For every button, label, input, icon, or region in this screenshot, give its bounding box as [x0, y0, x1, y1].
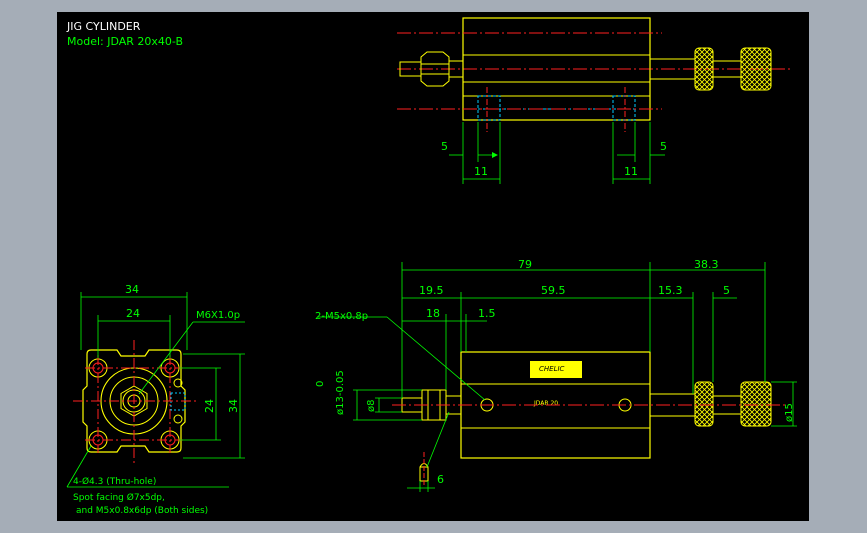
dim-top-5-right: 5 — [660, 140, 667, 153]
top-rod-nut — [420, 51, 450, 87]
dim-front-24-vertical: 24 — [203, 399, 216, 413]
dim-side-18: 18 — [426, 307, 440, 320]
front-view: 34 24 24 34 M6X1.0p 4-Ø4.3 (Thru-hole) S… — [66, 283, 245, 516]
dim-side-6: 6 — [437, 473, 444, 486]
dim-side-15-3: 15.3 — [658, 284, 683, 297]
callout-note-1: Spot facing Ø7x5dp, — [73, 492, 165, 503]
dim-side-1-5: 1.5 — [478, 307, 496, 320]
dim-top-11-left: 11 — [474, 165, 488, 178]
brand-text: CHELIC — [539, 365, 565, 373]
top-knob-2 — [740, 47, 772, 91]
drawing-title: JIG CYLINDER — [66, 20, 141, 33]
dim-side-19-5: 19.5 — [419, 284, 444, 297]
top-knob-1 — [694, 47, 714, 91]
dim-front-24-pitch: 24 — [126, 307, 140, 320]
callout-thread: M6X1.0p — [196, 310, 240, 321]
dim-side-38-3: 38.3 — [694, 258, 719, 271]
dim-front-34-width: 34 — [125, 283, 139, 296]
dim-side-dia-15: ø15 — [784, 403, 795, 422]
side-view: CHELIC JDAR 20 — [315, 258, 797, 492]
callout-port: 2-M5x0.8p — [315, 311, 368, 322]
side-knob-2 — [740, 381, 772, 427]
front-dims — [66, 292, 245, 488]
dim-top-11-right: 11 — [624, 165, 638, 178]
hidden-bore-right — [612, 95, 636, 121]
dim-side-79: 79 — [518, 258, 532, 271]
side-dims — [317, 262, 797, 492]
dim-side-dia-8: ø8 — [366, 400, 377, 412]
dim-side-tol-0: 0 — [315, 381, 326, 387]
drawing-canvas: JIG CYLINDER Model: JDAR 20x40-B — [57, 12, 809, 521]
dim-side-5: 5 — [723, 284, 730, 297]
cad-drawing: JIG CYLINDER Model: JDAR 20x40-B — [66, 17, 797, 516]
model-label: Model: JDAR 20x40-B — [67, 35, 183, 48]
hidden-bore-left — [477, 95, 501, 121]
model-stamp: JDAR 20 — [533, 400, 558, 407]
side-knob-1 — [694, 381, 714, 427]
callout-holes: 4-Ø4.3 (Thru-hole) — [73, 476, 156, 487]
top-view: 5 5 11 11 — [397, 17, 792, 184]
dim-side-59-5: 59.5 — [541, 284, 566, 297]
top-dims — [449, 122, 665, 184]
brand-plate — [530, 361, 582, 378]
dim-top-5-left: 5 — [441, 140, 448, 153]
callout-note-2: and M5x0.8x6dp (Both sides) — [76, 506, 208, 516]
dim-front-34-height: 34 — [227, 399, 240, 413]
dim-side-dia-13: ø13-0.05 — [335, 370, 346, 415]
